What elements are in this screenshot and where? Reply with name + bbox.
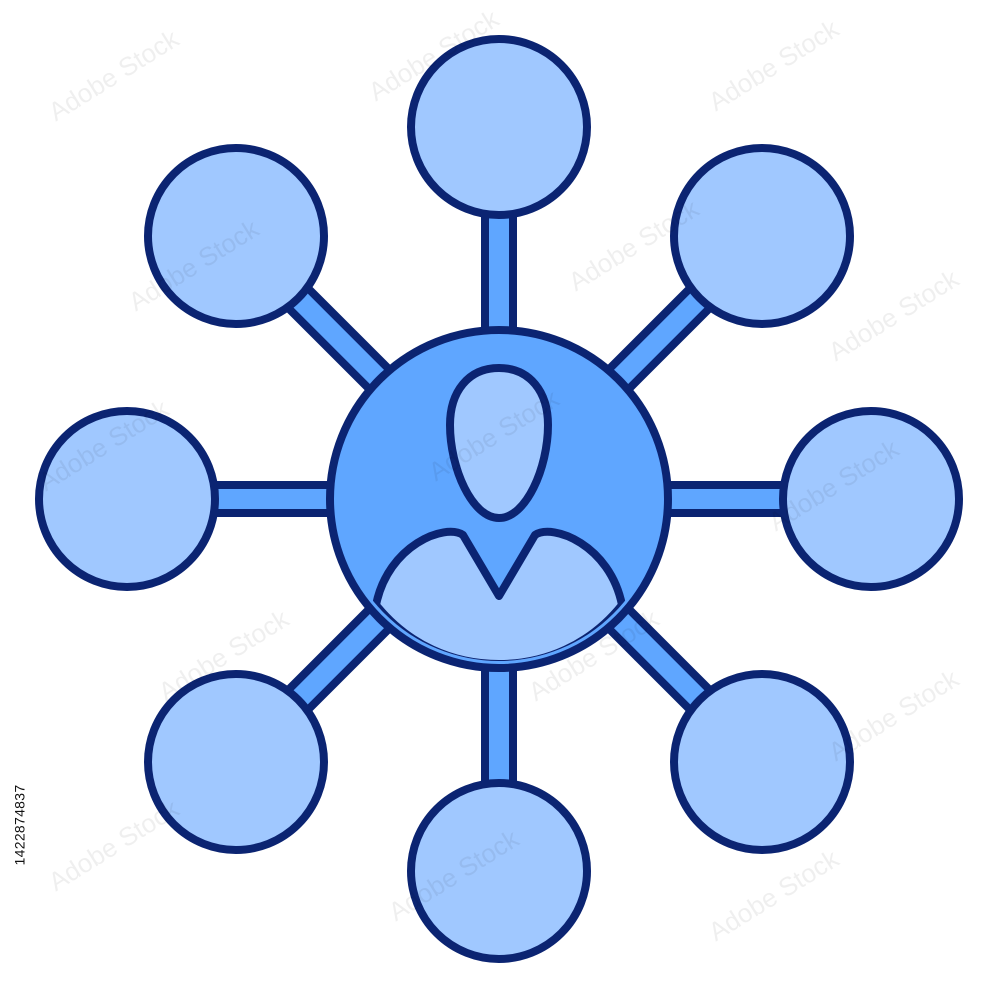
satellite-node-bottom-right bbox=[670, 670, 854, 854]
satellite-node-top-left bbox=[144, 144, 328, 328]
satellite-node-left bbox=[35, 407, 219, 591]
stock-id-label: 1422874837 bbox=[4, 740, 34, 910]
connector-top bbox=[481, 201, 517, 344]
user-head-icon bbox=[446, 364, 552, 522]
satellite-nodes bbox=[35, 35, 963, 963]
connector-bottom bbox=[481, 654, 517, 797]
satellite-node-bottom-left bbox=[144, 670, 328, 854]
satellite-node-right bbox=[779, 407, 963, 591]
connector-left bbox=[201, 481, 344, 517]
satellite-node-top bbox=[407, 35, 591, 219]
connector-right bbox=[654, 481, 797, 517]
satellite-node-bottom bbox=[407, 779, 591, 963]
stock-id-text: 1422874837 bbox=[11, 784, 27, 866]
central-user-node bbox=[326, 326, 672, 672]
satellite-node-top-right bbox=[670, 144, 854, 328]
